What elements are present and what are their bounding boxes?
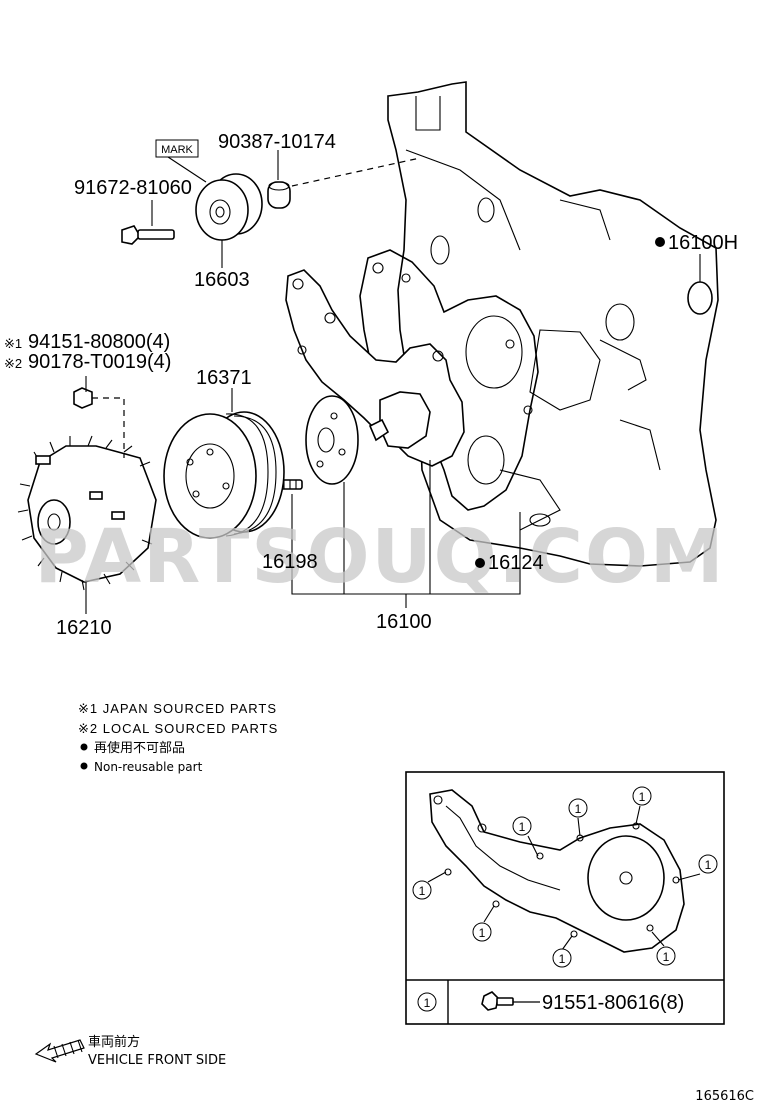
note-nonreusable-en: Non-reusable part bbox=[94, 760, 203, 774]
nut-2-marker: ※2 bbox=[4, 356, 22, 371]
direction-label-en: VEHICLE FRONT SIDE bbox=[88, 1053, 226, 1068]
legend-bolt-part-number: 91551-80616(8) bbox=[542, 992, 684, 1014]
part-label-pump-gasket: 16124 bbox=[488, 552, 544, 574]
inset-bolt-icon bbox=[481, 991, 540, 1011]
o-ring-gasket bbox=[687, 281, 713, 315]
part-label-gasket-ring: 16100H bbox=[668, 232, 738, 254]
nonreusable-dot-icon bbox=[475, 558, 485, 568]
inset-callouts: 1 1 1 1 1 1 1 1 1 bbox=[412, 786, 718, 1012]
callout-1: 1 bbox=[705, 858, 712, 872]
callout-1: 1 bbox=[559, 952, 566, 966]
coupling-nut bbox=[73, 387, 125, 458]
callout-1: 1 bbox=[479, 926, 486, 940]
part-label-idler-pulley: 16603 bbox=[194, 269, 250, 291]
note-local-sourced: ※2 LOCAL SOURCED PARTS bbox=[78, 721, 278, 736]
note-nonreusable-jp: 再使用不可部品 bbox=[94, 740, 185, 756]
nonreusable-dot-icon bbox=[80, 743, 88, 751]
part-label-fan-pulley: 16371 bbox=[196, 367, 252, 389]
water-pump-hub-flange bbox=[305, 395, 359, 485]
leader-lines bbox=[85, 150, 701, 614]
front-direction-arrow-icon bbox=[34, 1039, 85, 1063]
direction-label-jp: 車両前方 bbox=[88, 1034, 140, 1050]
timing-chain-cover bbox=[387, 81, 719, 567]
nonreusable-dot-icon bbox=[80, 762, 88, 770]
callout-1: 1 bbox=[639, 790, 646, 804]
drawing-number: 165616C bbox=[695, 1089, 754, 1104]
callout-1: 1 bbox=[419, 884, 426, 898]
part-label-fluid-coupling: 16210 bbox=[56, 617, 112, 639]
bolt-location-inset bbox=[405, 771, 725, 1025]
mark-tag-label: MARK bbox=[161, 144, 193, 156]
part-label-idler-bolt: 91672-81060 bbox=[74, 177, 192, 199]
nut-1-marker: ※1 bbox=[4, 336, 22, 351]
watermark-text: PARTSOUQ.COM bbox=[34, 514, 725, 600]
callout-1: 1 bbox=[575, 802, 582, 816]
idler-bolt bbox=[121, 225, 175, 245]
part-label-stud: 16198 bbox=[262, 551, 318, 573]
fan-fluid-coupling bbox=[17, 435, 157, 591]
part-label-spacer: 90387-10174 bbox=[218, 131, 336, 153]
fan-pulley bbox=[163, 411, 285, 539]
spacer-collar bbox=[267, 181, 291, 209]
legend-callout: 1 bbox=[424, 996, 431, 1010]
idler-pulley bbox=[195, 173, 263, 241]
part-label-nut-2: 90178-T0019(4) bbox=[28, 351, 171, 373]
part-label-water-pump: 16100 bbox=[376, 611, 432, 633]
water-pump bbox=[285, 269, 465, 467]
note-japan-sourced: ※1 JAPAN SOURCED PARTS bbox=[78, 701, 277, 716]
callout-1: 1 bbox=[663, 950, 670, 964]
part-label-nut-1: 94151-80800(4) bbox=[28, 331, 170, 353]
callout-1: 1 bbox=[519, 820, 526, 834]
nonreusable-dot-icon bbox=[655, 237, 665, 247]
mark-tag-box bbox=[155, 139, 199, 158]
